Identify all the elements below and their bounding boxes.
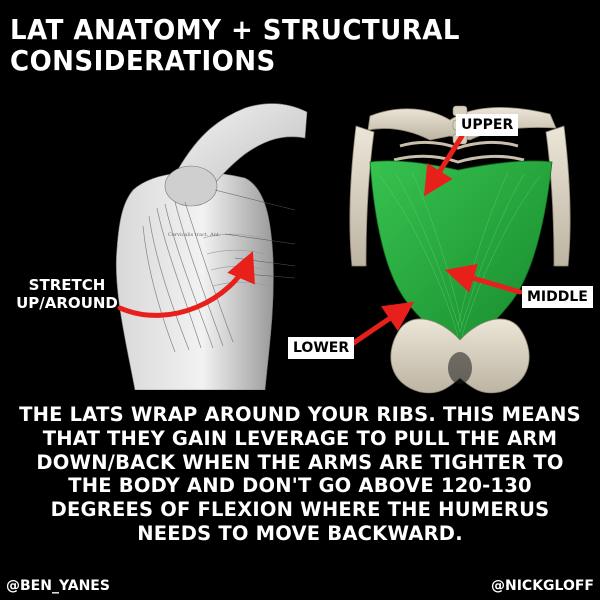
credit-left: @BEN_YANES bbox=[6, 578, 110, 594]
page-title: Lat Anatomy + structural considerations bbox=[10, 13, 460, 77]
lower-label: LOWER bbox=[288, 337, 355, 359]
upper-label: UPPER bbox=[456, 114, 519, 136]
credit-right: @NICKGLOFF bbox=[491, 578, 594, 594]
middle-label: MIDDLE bbox=[522, 286, 593, 308]
body-text: The lats wrap around your ribs. This mea… bbox=[19, 403, 581, 545]
stretch-label: STRETCH UP/AROUND bbox=[16, 276, 118, 312]
latissimus-dorsi-skeleton-illustration bbox=[349, 105, 571, 394]
figure-annotation: Cervicalis tract. Ant. bbox=[168, 232, 221, 238]
